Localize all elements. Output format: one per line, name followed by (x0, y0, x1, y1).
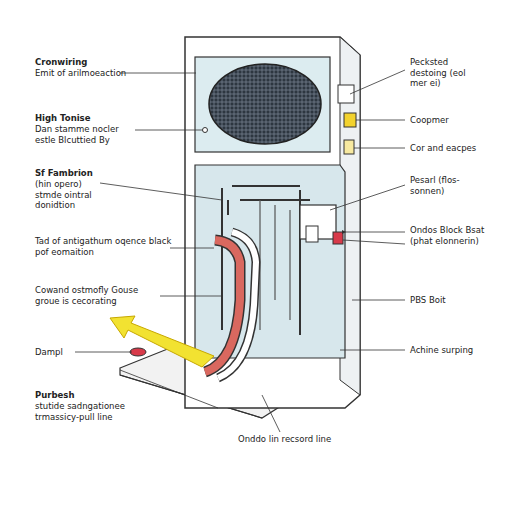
callout-label: Dampl (35, 347, 95, 358)
callout-label: Pesarl (flos-sonnen) (410, 175, 482, 196)
callout-label: Achine surping (410, 345, 500, 356)
callout-label: PBS Boit (410, 295, 490, 306)
callout-label: Sf Fambrion (35, 168, 135, 179)
lower-cavity (195, 165, 345, 358)
callout-label: Onddo lin recsord line (238, 434, 388, 445)
callout-label: stutide sadngationee trmassicy-pull line (35, 401, 135, 422)
callout-label: Purbesh (35, 390, 135, 401)
red-part (333, 232, 343, 244)
cabinet (185, 37, 360, 408)
fan-panel (195, 57, 330, 152)
callout-label: Emit of arilmoeaction (35, 68, 145, 79)
callout-label: Pecksted destoing (eol mer ei) (410, 57, 472, 89)
callout-label: Cowand ostmofly Gouse groue is cecoratin… (35, 285, 165, 306)
callout-label: High Tonise (35, 113, 155, 124)
flow-arrow (110, 316, 214, 367)
component (344, 113, 356, 127)
callout-label: (hin opero) stmde ointral donidtion (35, 179, 103, 211)
callout-label: Coopmer (410, 115, 490, 126)
callout-label: Dan stamme nocler estle Blcuttied By (35, 124, 135, 145)
fan-grille (209, 64, 321, 144)
damper-part (130, 348, 146, 356)
callout-label: Cronwiring (35, 57, 155, 68)
leader-lines (75, 70, 405, 432)
callout-label: Cor and eacpes (410, 143, 500, 154)
refrigerant-pipe (205, 240, 240, 372)
callout-label: Tad of antigathum oqence black pof eomai… (35, 236, 175, 257)
callout-label: Ondos Block Bsat (phat elonnerin) (410, 225, 495, 246)
